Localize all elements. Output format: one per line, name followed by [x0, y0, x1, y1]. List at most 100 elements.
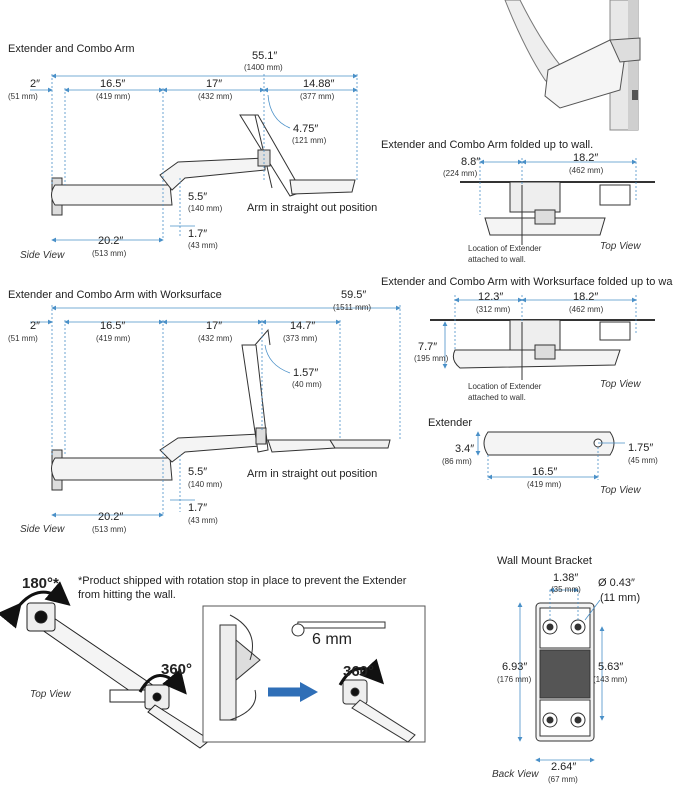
dim2-total: 59.5″ — [341, 289, 367, 301]
rotation-arrows — [0, 581, 187, 695]
dim-5-mm: (121 mm) — [292, 136, 327, 145]
extender-drawing — [483, 431, 615, 456]
extender-dim-a-mm: (86 mm) — [442, 457, 472, 466]
fold-1-view-label: Top View — [600, 241, 641, 252]
arm-straight-note-1: Arm in straight out position — [247, 202, 378, 214]
bracket-dim-bw: 2.64″ — [551, 761, 577, 773]
dim2-5-mm: (40 mm) — [292, 380, 322, 389]
bracket-dim-bw-mm: (67 mm) — [548, 775, 578, 784]
fold-1-dimensions — [479, 158, 637, 215]
dim2-6: 5.5″ — [188, 466, 208, 478]
fold-1-location-1: Location of Extender — [468, 244, 542, 253]
extender-dim-a: 3.4″ — [455, 443, 475, 455]
fold-2-dim-a: 12.3″ — [478, 291, 504, 303]
fold-2-view-label: Top View — [600, 379, 641, 390]
dim-7: 1.7″ — [188, 228, 208, 240]
dim-2: 16.5″ — [100, 78, 126, 90]
dim-4: 14.88″ — [303, 78, 335, 90]
fold-2-dim-c: 7.7″ — [418, 341, 438, 353]
side-view-1-dimensions — [30, 73, 358, 243]
fold-2-drawing — [430, 319, 655, 380]
rotation-view-label: Top View — [30, 689, 71, 700]
rotation-note-1: *Product shipped with rotation stop in p… — [78, 575, 407, 587]
dim2-4-mm: (373 mm) — [283, 334, 318, 343]
fold-2-location-2: attached to wall. — [468, 393, 526, 402]
fold-1-drawing — [460, 181, 655, 245]
dim2-1-mm: (51 mm) — [8, 334, 38, 343]
dim2-1: 2″ — [30, 320, 41, 332]
fold-2-title: Extender and Combo Arm with Worksurface … — [381, 276, 673, 288]
side-view-2-title: Extender and Combo Arm with Worksurface — [8, 289, 222, 301]
side-view-2-dimensions — [30, 305, 401, 518]
fold-2-dim-b: 18.2″ — [573, 291, 599, 303]
dim-8: 20.2″ — [98, 235, 124, 247]
rotation-360-label-b: 360° — [343, 663, 375, 680]
fold-1-location-2: attached to wall. — [468, 255, 526, 264]
fold-1-dim-b: 18.2″ — [573, 152, 599, 164]
bracket-dimensions — [517, 587, 605, 763]
fold-1-dim-a: 8.8″ — [461, 156, 481, 168]
fold-1-title: Extender and Combo Arm folded up to wall… — [381, 139, 594, 151]
fold-2-dim-c-mm: (195 mm) — [414, 354, 449, 363]
bracket-view-label: Back View — [492, 769, 539, 780]
extender-dimensions — [475, 431, 625, 480]
arm-straight-note-2: Arm in straight out position — [247, 468, 378, 480]
rotation-360-label-a: 360° — [161, 661, 193, 678]
bracket-dim-h-mm: (176 mm) — [497, 675, 532, 684]
bracket-dim-w: 1.38″ — [553, 572, 579, 584]
dim2-3-mm: (432 mm) — [198, 334, 233, 343]
dim-3: 17″ — [206, 78, 223, 90]
hex-key-size: 6 mm — [312, 631, 352, 648]
dim2-2-mm: (419 mm) — [96, 334, 131, 343]
extender-title: Extender — [428, 417, 473, 429]
side-view-2-drawing — [51, 328, 391, 491]
extender-dim-c-mm: (45 mm) — [628, 456, 658, 465]
fold-2-dim-b-mm: (462 mm) — [569, 305, 604, 314]
fold-2-dim-a-mm: (312 mm) — [476, 305, 511, 314]
dim-1: 2″ — [30, 78, 41, 90]
fold-2-location-1: Location of Extender — [468, 382, 542, 391]
dim2-3: 17″ — [206, 320, 223, 332]
dim2-5: 1.57″ — [293, 367, 319, 379]
dim2-2: 16.5″ — [100, 320, 126, 332]
bracket-dim-h2-mm: (143 mm) — [593, 675, 628, 684]
bracket-drawing — [535, 602, 595, 742]
extender-dim-b: 16.5″ — [532, 466, 558, 478]
dim2-7: 1.7″ — [188, 502, 208, 514]
dim2-4: 14.7″ — [290, 320, 316, 332]
extender-dim-b-mm: (419 mm) — [527, 480, 562, 489]
install-box — [202, 605, 426, 743]
bracket-hole-mm: (11 mm) — [600, 592, 641, 604]
side-view-1-label: Side View — [20, 250, 65, 261]
dim-6-mm: (140 mm) — [188, 204, 223, 213]
dim2-6-mm: (140 mm) — [188, 480, 223, 489]
side-view-1-title: Extender and Combo Arm — [8, 43, 135, 55]
dim-7-mm: (43 mm) — [188, 241, 218, 250]
extender-dim-c: 1.75″ — [628, 442, 654, 454]
dim-total-mm: (1400 mm) — [244, 63, 283, 72]
dim-4-mm: (377 mm) — [300, 92, 335, 101]
arm-photo — [504, 0, 641, 131]
dim-6: 5.5″ — [188, 191, 208, 203]
dim2-total-mm: (1511 mm) — [333, 303, 372, 312]
dim-2-mm: (419 mm) — [96, 92, 131, 101]
dim-total: 55.1″ — [252, 50, 278, 62]
dim2-7-mm: (43 mm) — [188, 516, 218, 525]
extender-view-label: Top View — [600, 485, 641, 496]
fold-2-dimensions — [442, 295, 637, 369]
dim-5: 4.75″ — [293, 123, 319, 135]
rotation-note-2: from hitting the wall. — [78, 589, 176, 601]
dim2-8: 20.2″ — [98, 511, 124, 523]
dim-3-mm: (432 mm) — [198, 92, 233, 101]
side-view-1-drawing — [51, 114, 356, 216]
bracket-dim-h2: 5.63″ — [598, 661, 624, 673]
fold-1-dim-b-mm: (462 mm) — [569, 166, 604, 175]
fold-1-dim-a-mm: (224 mm) — [443, 169, 478, 178]
bracket-dim-h: 6.93″ — [502, 661, 528, 673]
dim-1-mm: (51 mm) — [8, 92, 38, 101]
dim-8-mm: (513 mm) — [92, 249, 127, 258]
rotation-180-label: 180°* — [22, 575, 59, 592]
bracket-dim-w-mm: (35 mm) — [551, 585, 581, 594]
side-view-2-label: Side View — [20, 524, 65, 535]
